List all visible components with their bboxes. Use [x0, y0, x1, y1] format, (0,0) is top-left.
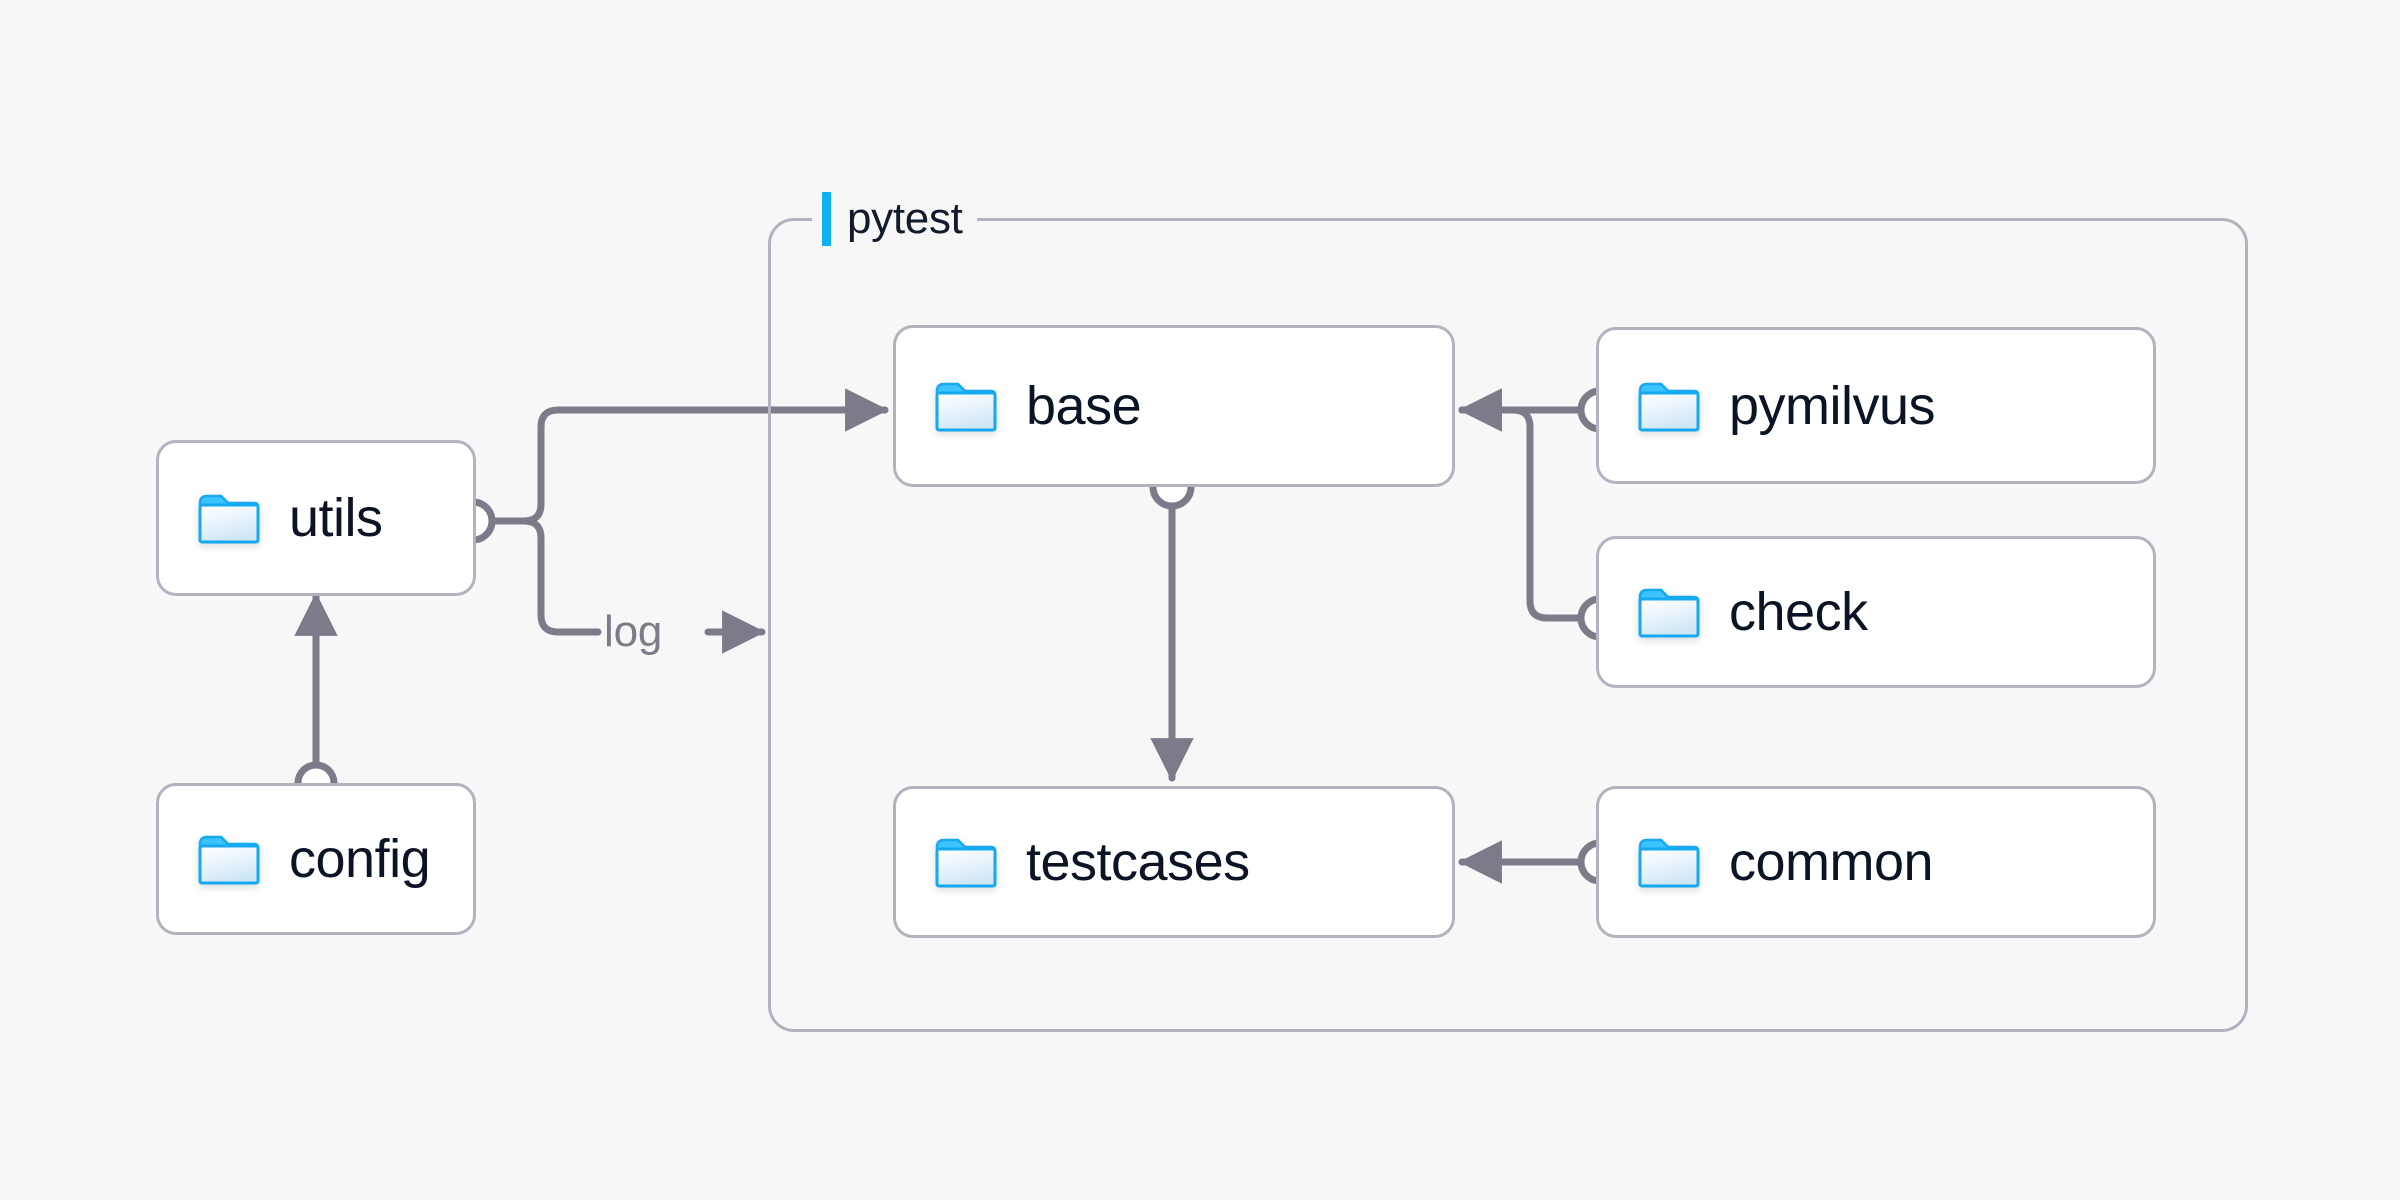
- node-utils[interactable]: utils: [156, 440, 476, 596]
- node-check[interactable]: check: [1596, 536, 2156, 688]
- node-common[interactable]: common: [1596, 786, 2156, 938]
- node-pymilvus[interactable]: pymilvus: [1596, 327, 2156, 484]
- node-base[interactable]: base: [893, 325, 1455, 487]
- node-pymilvus-label: pymilvus: [1729, 375, 1936, 436]
- folder-icon: [197, 832, 261, 886]
- group-pytest-label: pytest: [812, 190, 977, 248]
- node-config[interactable]: config: [156, 783, 476, 935]
- node-base-label: base: [1026, 376, 1142, 436]
- folder-icon: [1637, 379, 1701, 433]
- node-testcases[interactable]: testcases: [893, 786, 1455, 938]
- group-pytest: [768, 218, 2248, 1032]
- node-testcases-label: testcases: [1026, 832, 1250, 892]
- folder-icon: [1637, 835, 1701, 889]
- node-utils-label: utils: [289, 488, 383, 548]
- node-config-label: config: [289, 829, 431, 889]
- node-check-label: check: [1729, 582, 1868, 642]
- node-common-label: common: [1729, 832, 1934, 892]
- group-accent-bar: [822, 192, 831, 246]
- folder-icon: [934, 835, 998, 889]
- group-pytest-label-text: pytest: [847, 194, 963, 243]
- edge-label-log: log: [604, 607, 663, 656]
- folder-icon: [934, 379, 998, 433]
- edge-config-to-utils: [294, 592, 338, 805]
- folder-icon: [1637, 585, 1701, 639]
- folder-icon: [197, 491, 261, 545]
